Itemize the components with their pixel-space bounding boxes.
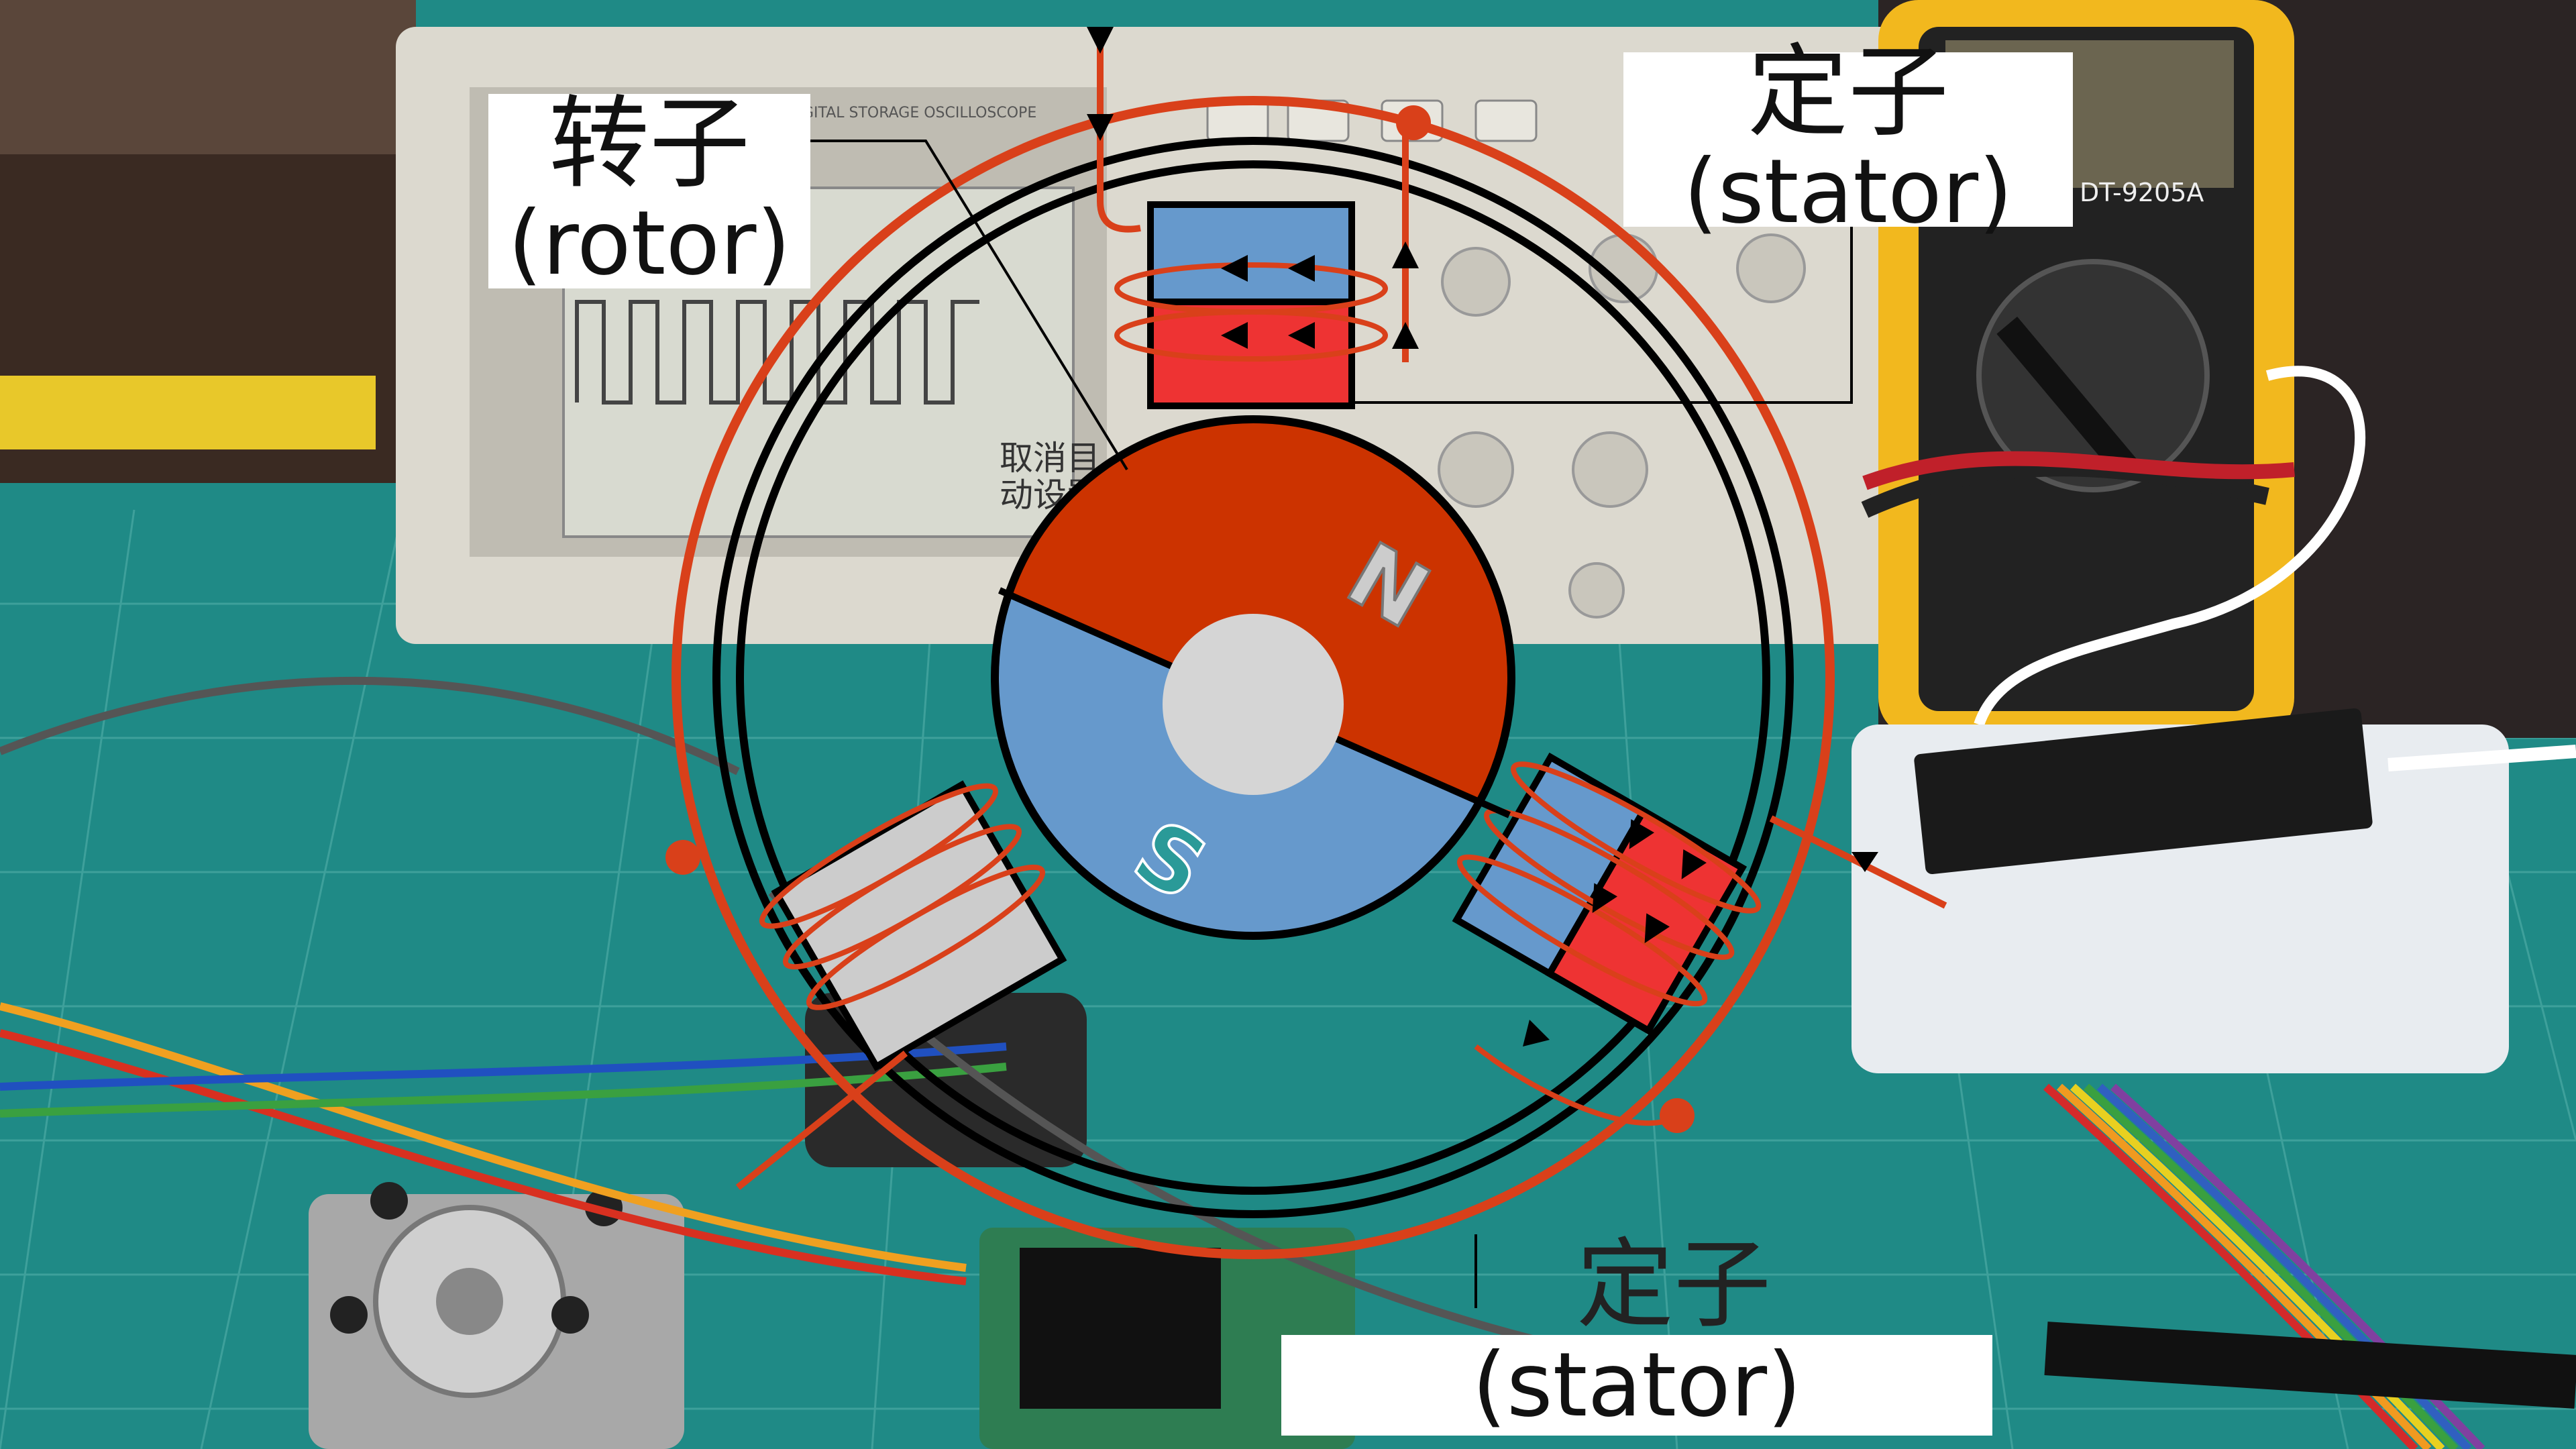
right-coil: [1452, 752, 1762, 1036]
rotor-leader-line: [810, 140, 1128, 471]
rotor-label-en: (rotor): [508, 192, 791, 296]
stator-ring-inner: [736, 160, 1770, 1195]
rotor-label: 转子 (rotor): [488, 85, 810, 296]
scope-menu-1: 取消目: [1000, 439, 1100, 478]
stator-bottom-label-en: (stator): [1472, 1333, 1802, 1437]
multimeter-model: DT-9205A: [2080, 178, 2204, 207]
motor-diagram: N S: [665, 27, 1947, 1308]
stator-bottom-label-zh: 定子: [1576, 1228, 1771, 1342]
junction-dot-top: [1396, 105, 1431, 140]
stator-top-label-en: (stator): [1683, 140, 2013, 244]
stator-bottom-label: 定子 (stator): [1281, 1234, 1992, 1437]
outer-red-ring: [672, 96, 1835, 1259]
stator-top-label-zh: 定子: [1747, 34, 1949, 151]
top-coil: [1087, 27, 1419, 409]
left-coil: [759, 780, 1067, 1071]
rotor-magnet: N S: [991, 415, 1515, 940]
rotor-label-zh: 转子: [548, 85, 750, 203]
junction-dot-left: [665, 840, 700, 875]
stator-ring-outer: [712, 137, 1794, 1218]
rotor-shaft: [1163, 614, 1344, 795]
stator-top-label: 定子 (stator): [1623, 40, 2073, 239]
